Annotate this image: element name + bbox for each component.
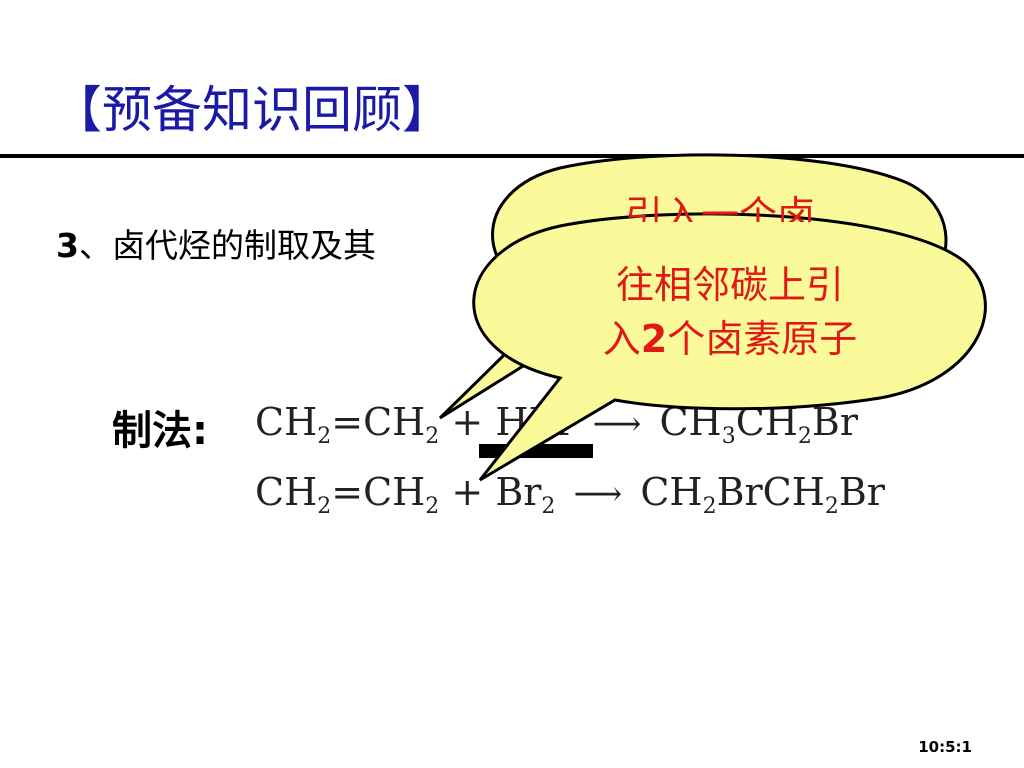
callout-line-2: 入2个卤素原子 [602,317,858,361]
equation-br2: CH2=CH2 + Br2 ⟶ CH2BrCH2Br [255,470,885,519]
slide-title: 【预备知识回顾】 [52,81,452,139]
page-number: 10:5:1 [918,738,972,756]
reaction-arrow: ⟶ [573,474,623,514]
reaction-arrow: ⟶ [592,404,642,444]
double-bond-sign: = [331,400,364,444]
section-text: 、卤代烃的制取及其 [78,226,376,265]
callout-front-bubble [472,212,987,482]
method-colon: : [192,408,208,454]
callout-front-text: 往相邻碳上引 入2个卤素原子 [520,258,940,366]
reagent-br2: Br2 [495,470,556,519]
reactant-ch2-b: CH2 [363,400,440,449]
section-heading: 3、卤代烃的制取及其 [56,219,376,267]
reactant-ch2: CH2 [255,400,332,449]
plus-sign: + [451,470,484,514]
method-label-text: 制法 [112,408,192,454]
product-ch2brch2br: CH2BrCH2Br [640,470,885,519]
title-divider [0,154,1024,158]
reactant-ch2: CH2 [255,470,332,519]
double-bond-sign: = [331,470,364,514]
reactant-ch2-b: CH2 [363,470,440,519]
callout-line-1: 往相邻碳上引 [615,263,844,307]
section-number: 3 [56,226,79,265]
callout-back-text: 引入一个卤 [624,193,815,237]
method-label: 制法: [112,398,208,456]
